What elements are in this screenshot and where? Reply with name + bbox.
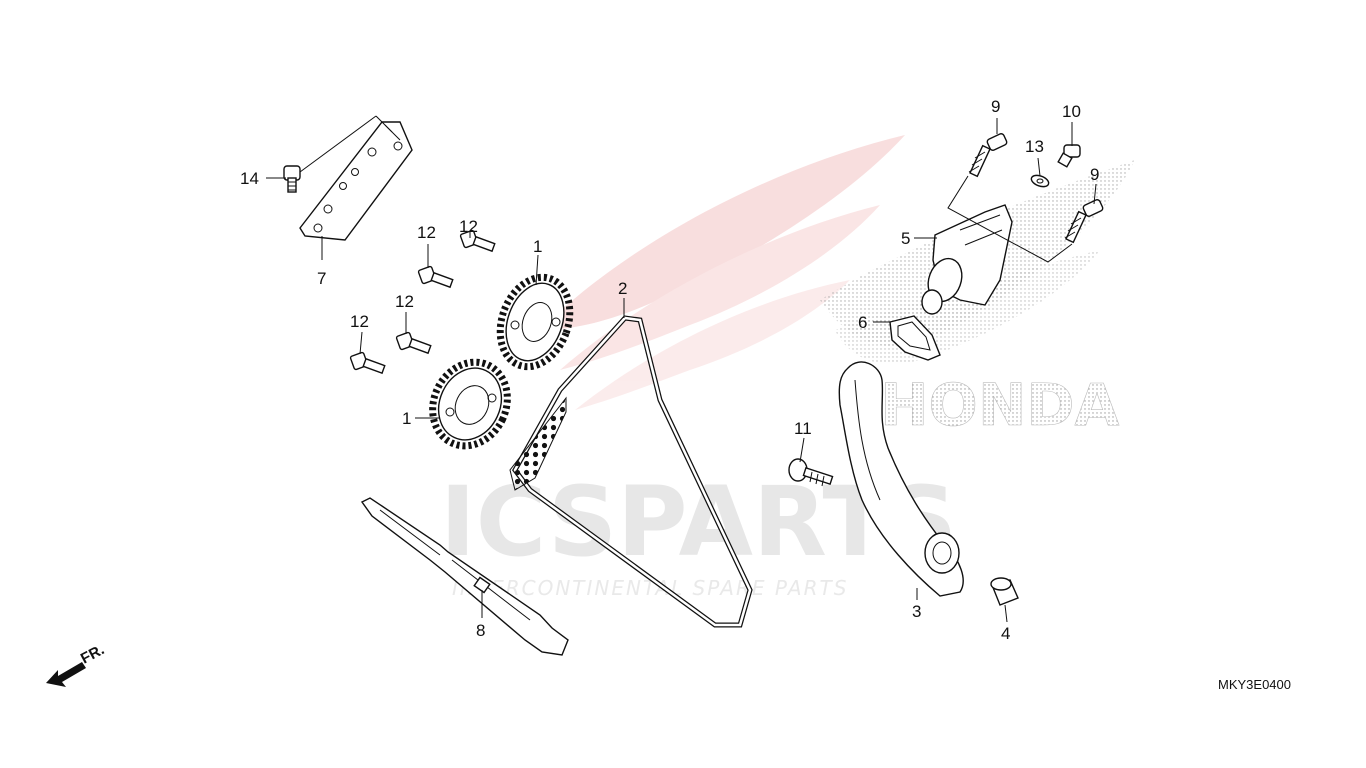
drawing-code: MKY3E0400 — [1218, 677, 1291, 692]
callout-2: 2 — [618, 279, 627, 298]
callout-11: 11 — [794, 419, 812, 438]
part-1-cam-sprocket-upper[interactable] — [488, 267, 581, 376]
part-12-bolt-c[interactable] — [395, 331, 432, 355]
callout-4: 4 — [1001, 624, 1010, 643]
callout-5: 5 — [901, 229, 910, 248]
front-direction-arrow: FR. — [46, 641, 107, 687]
part-11-bolt[interactable] — [788, 458, 834, 487]
callout-13: 13 — [1025, 137, 1044, 156]
part-6-gasket[interactable] — [889, 315, 941, 361]
part-4-collar[interactable] — [990, 577, 1019, 606]
part-1-cam-sprocket-lower[interactable] — [419, 350, 521, 458]
callout-1-upper: 1 — [533, 237, 542, 256]
callout-14: 14 — [240, 169, 259, 188]
part-9-bolt-a[interactable] — [968, 133, 1008, 178]
part-2-cam-chain[interactable] — [509, 315, 753, 628]
callout-8: 8 — [476, 621, 485, 640]
part-8-chain-guide[interactable] — [360, 497, 569, 656]
part-12-bolt-b[interactable] — [459, 229, 496, 253]
part-10-bolt[interactable] — [1057, 144, 1081, 168]
callout-6: 6 — [858, 313, 867, 332]
callout-12-d: 12 — [350, 312, 369, 331]
part-12-bolt-a[interactable] — [417, 265, 454, 289]
callout-1-lower: 1 — [402, 409, 411, 428]
part-13-washer[interactable] — [1030, 173, 1050, 189]
honda-logo-text: HONDA — [880, 371, 1120, 439]
callout-9-lower: 9 — [1090, 165, 1099, 184]
part-14-bolt[interactable] — [283, 165, 301, 193]
callout-labels: 1 1 2 3 4 5 6 7 8 9 9 10 11 12 12 12 12 … — [240, 97, 1099, 643]
callout-9-upper: 9 — [991, 97, 1000, 116]
callout-3: 3 — [912, 602, 921, 621]
part-12-bolt-d[interactable] — [349, 351, 386, 375]
part-5-tensioner-lifter[interactable] — [921, 204, 1013, 315]
part-3-tensioner-arm[interactable] — [838, 361, 964, 597]
assembly-guide-lines — [299, 115, 1073, 263]
leader-lines — [266, 118, 1097, 623]
callout-12-c: 12 — [395, 292, 414, 311]
part-7-bracket[interactable] — [299, 121, 413, 241]
callout-7: 7 — [317, 269, 326, 288]
callout-12-b: 12 — [459, 217, 478, 236]
part-9-bolt-b[interactable] — [1064, 199, 1104, 244]
arrow-icon — [46, 662, 86, 687]
callout-12-a: 12 — [417, 223, 436, 242]
callout-10: 10 — [1062, 102, 1081, 121]
